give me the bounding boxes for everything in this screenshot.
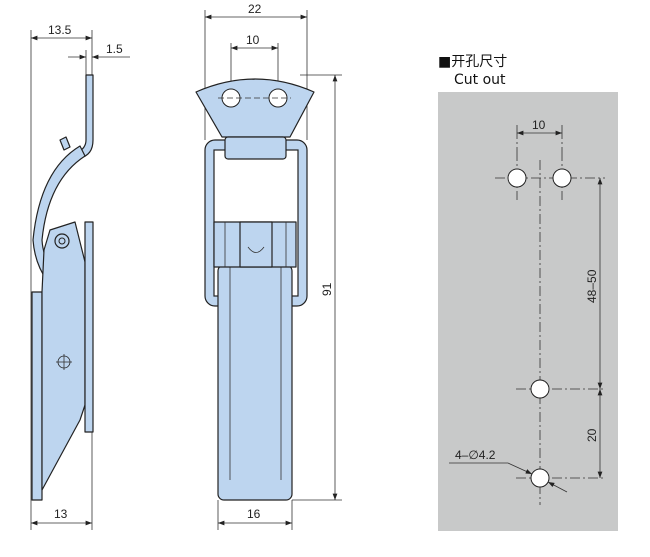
dim-label-base-width: 13 <box>54 507 68 521</box>
side-view: 13.5 1.5 13 <box>30 23 130 530</box>
dim-label-plate-width: 22 <box>248 2 262 16</box>
cutout-view: ■开孔尺寸 Cut out 10 48–50 20 4–∅4.2 <box>438 54 618 531</box>
cutout-dim-range: 48–50 <box>585 269 599 303</box>
cutout-hole-icon <box>507 168 527 188</box>
cutout-hole-icon <box>530 468 550 488</box>
dim-label-thickness: 1.5 <box>106 42 123 56</box>
cutout-title-en: Cut out <box>454 72 506 88</box>
front-view: 22 10 91 16 <box>195 2 342 530</box>
mounting-plate <box>195 78 315 138</box>
cutout-hole-icon <box>552 168 572 188</box>
cutout-hole-callout: 4–∅4.2 <box>455 448 496 462</box>
pivot-rivet-icon <box>54 233 70 249</box>
cutout-title-cn: ■开孔尺寸 <box>438 54 507 70</box>
dim-label-height: 91 <box>320 282 334 296</box>
dim-label-side-width: 13.5 <box>48 23 72 37</box>
dim-label-hole-spacing: 10 <box>246 33 260 47</box>
cutout-hole-icon <box>530 379 550 399</box>
cutout-dim-lower: 20 <box>585 428 599 442</box>
cutout-dim-hole-spacing: 10 <box>532 118 546 132</box>
dim-label-body-width: 16 <box>247 507 261 521</box>
cutout-panel <box>438 92 618 531</box>
